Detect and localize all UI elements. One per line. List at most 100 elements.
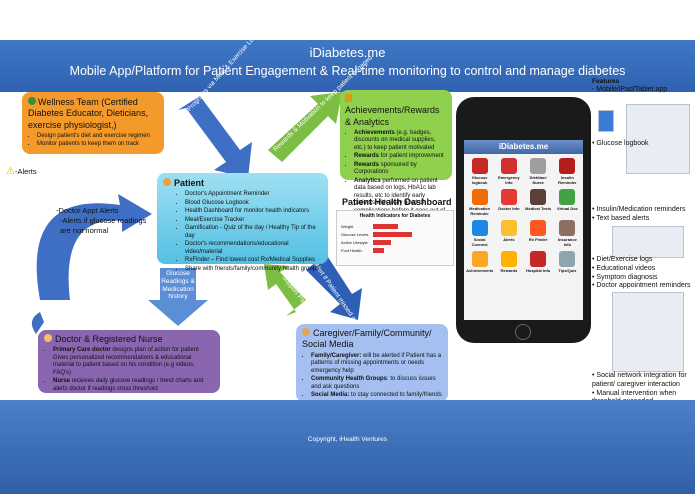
- wellness-title: Wellness Team (Certified Diabetes Educat…: [28, 97, 149, 130]
- app-tile-icon: [530, 158, 547, 174]
- tablet-icon: [598, 110, 614, 132]
- doctor-alerts-note: -Doctor Appt Alerts: [56, 206, 119, 215]
- achievements-list: Achievements (e.g. badges, discounts on …: [345, 130, 447, 223]
- warning-icon: ⚠: [6, 166, 15, 177]
- glucose-logbook-screenshot: [626, 104, 690, 174]
- dashboard-row-bar: [373, 239, 391, 245]
- app-tile[interactable]: Social Connect: [466, 220, 493, 247]
- app-tile-label: Alerts: [503, 237, 515, 242]
- programs-arrow: [178, 96, 252, 178]
- app-tile-label: Glucose logbook: [471, 175, 488, 185]
- app-tile[interactable]: Insulin Reminder: [554, 158, 581, 185]
- title-banner: iDiabetes.me Mobile App/Platform for Pat…: [0, 40, 695, 92]
- app-tile-label: Insurance Info: [557, 237, 577, 247]
- app-tile-icon: [530, 220, 547, 236]
- wellness-team-box: Wellness Team (Certified Diabetes Educat…: [22, 92, 164, 154]
- patient-box: Patient Doctor's Appointment Reminder Bl…: [157, 173, 328, 272]
- list-item: Community Health Groups: to discuss issu…: [311, 376, 442, 391]
- app-tile-label: Medical Tests: [525, 206, 552, 211]
- app-tile[interactable]: Rx Finder: [525, 220, 552, 247]
- medication-screenshot: [612, 226, 684, 258]
- app-tile[interactable]: Alerts: [495, 220, 522, 247]
- dashboard-row: Weight: [341, 222, 449, 230]
- list-item: Rewards for patient improvement: [354, 153, 447, 161]
- achievements-box: Achievements/Rewards & Analytics Achieve…: [340, 90, 452, 221]
- footer-bar: [0, 400, 695, 494]
- list-item: Nurse receives daily glucose readings / …: [53, 378, 214, 393]
- list-item: Family/Caregiver: will be alerted if Pat…: [311, 353, 442, 376]
- app-tile[interactable]: Medical Tests: [525, 189, 552, 216]
- alerts-note: -Alerts: [14, 167, 37, 176]
- app-tile-label: Rewards: [500, 268, 518, 273]
- features-panel: Features - Mobile/iPad/Tablet app • Gluc…: [592, 78, 695, 405]
- support-arrow: [264, 264, 306, 316]
- app-tile[interactable]: Insurance Info: [554, 220, 581, 247]
- app-tile[interactable]: Medication Reminder: [466, 189, 493, 216]
- app-tile[interactable]: Rewards: [495, 251, 522, 273]
- feature-item: • Glucose logbook: [592, 140, 649, 147]
- list-item: Rewards sponsored by Corporations: [354, 162, 447, 177]
- patient-list: Doctor's Appointment Reminder Blood Gluc…: [163, 191, 322, 273]
- app-tile-icon: [530, 189, 547, 205]
- app-tile[interactable]: Hospital Info: [525, 251, 552, 273]
- wellness-list: Design patient's diet and exercise regim…: [28, 133, 158, 149]
- list-item: Social Media: to stay connected to famil…: [311, 392, 442, 400]
- dashboard-row-bar: [373, 223, 398, 229]
- app-tile-label: Social Connect: [471, 237, 488, 247]
- glucose-alerts-note: -Alerts if glucose readings are not norm…: [60, 215, 147, 235]
- glucose-arrow-label: Glucose Readings & Medication history: [161, 270, 195, 301]
- home-button[interactable]: [515, 324, 531, 340]
- rewards-arrow: [268, 92, 342, 162]
- dashboard-row-label: Weight: [341, 223, 354, 229]
- list-item: Doctor's Appointment Reminder: [185, 191, 322, 199]
- app-tile-icon: [559, 251, 576, 267]
- achievements-title: Achievements/Rewards & Analytics: [345, 105, 440, 127]
- app-tile-label: Rx Finder: [528, 237, 548, 242]
- app-tile[interactable]: Doctor Info: [495, 189, 522, 216]
- doctor-nurse-box: Doctor & Registered Nurse Primary Care d…: [38, 330, 220, 393]
- feature-item: • Diet/Exercise logs: [592, 256, 653, 263]
- app-tile-icon: [559, 220, 576, 236]
- caregiver-list: Family/Caregiver: will be alerted if Pat…: [302, 353, 442, 400]
- dashboard-row-label: Glucose Levels: [341, 231, 369, 237]
- dashboard-row-label: Active Lifestyle: [341, 239, 368, 245]
- app-tile-label: Achievements: [466, 268, 494, 273]
- app-tile-label: Dietitian/ Nurse: [529, 175, 547, 185]
- feature-item: • Text based alerts: [592, 214, 650, 222]
- page-title: iDiabetes.me: [309, 45, 386, 60]
- app-tile-label: Emergency Info: [498, 175, 520, 185]
- app-tile[interactable]: Achievements: [466, 251, 493, 273]
- app-tile[interactable]: Glucose logbook: [466, 158, 493, 185]
- app-tile[interactable]: Tips/Quiz: [554, 251, 581, 273]
- caregiver-box: Caregiver/Family/Community/ Social Media…: [296, 324, 448, 402]
- app-tile-icon: [500, 220, 517, 236]
- app-tile-label: Doctor Info: [498, 206, 520, 211]
- app-tile-icon: [471, 251, 488, 267]
- dashboard-row: Glucose Levels: [341, 230, 449, 238]
- dashboard-row-label: Foot Health: [341, 247, 362, 253]
- app-tile[interactable]: Emergency Info: [495, 158, 522, 185]
- caregiver-title: Caregiver/Family/Community/ Social Media: [302, 328, 432, 350]
- app-tile-icon: [471, 220, 488, 236]
- app-tile[interactable]: Virtual Doc: [554, 189, 581, 216]
- list-item: Achievements (e.g. badges, discounts on …: [354, 130, 447, 153]
- app-tile-label: Virtual Doc: [556, 206, 578, 211]
- app-tile[interactable]: Dietitian/ Nurse: [525, 158, 552, 185]
- list-item: Primary Care doctor designs plan of acti…: [53, 347, 214, 377]
- app-tile-label: Insulin Reminder: [558, 175, 577, 185]
- alert-arrow: [306, 254, 362, 320]
- feature-item: • Symptom diagnosis: [592, 273, 658, 281]
- app-tile-icon: [500, 158, 517, 174]
- list-item: RxFinder – Find lowest cost Rx/Medical S…: [185, 257, 322, 265]
- app-tile-label: Medication Reminder: [469, 206, 491, 216]
- left-curve-arrow: [36, 194, 152, 300]
- app-tile-icon: [530, 251, 547, 267]
- features-title: Features: [592, 78, 620, 85]
- left-notes: ⚠-Alerts -Doctor Appt Alerts -Alerts if …: [6, 165, 156, 235]
- app-tile-icon: [471, 158, 488, 174]
- app-tile-icon: [500, 189, 517, 205]
- dashboard-row-bar: [373, 247, 384, 253]
- app-tile-icon: [500, 251, 517, 267]
